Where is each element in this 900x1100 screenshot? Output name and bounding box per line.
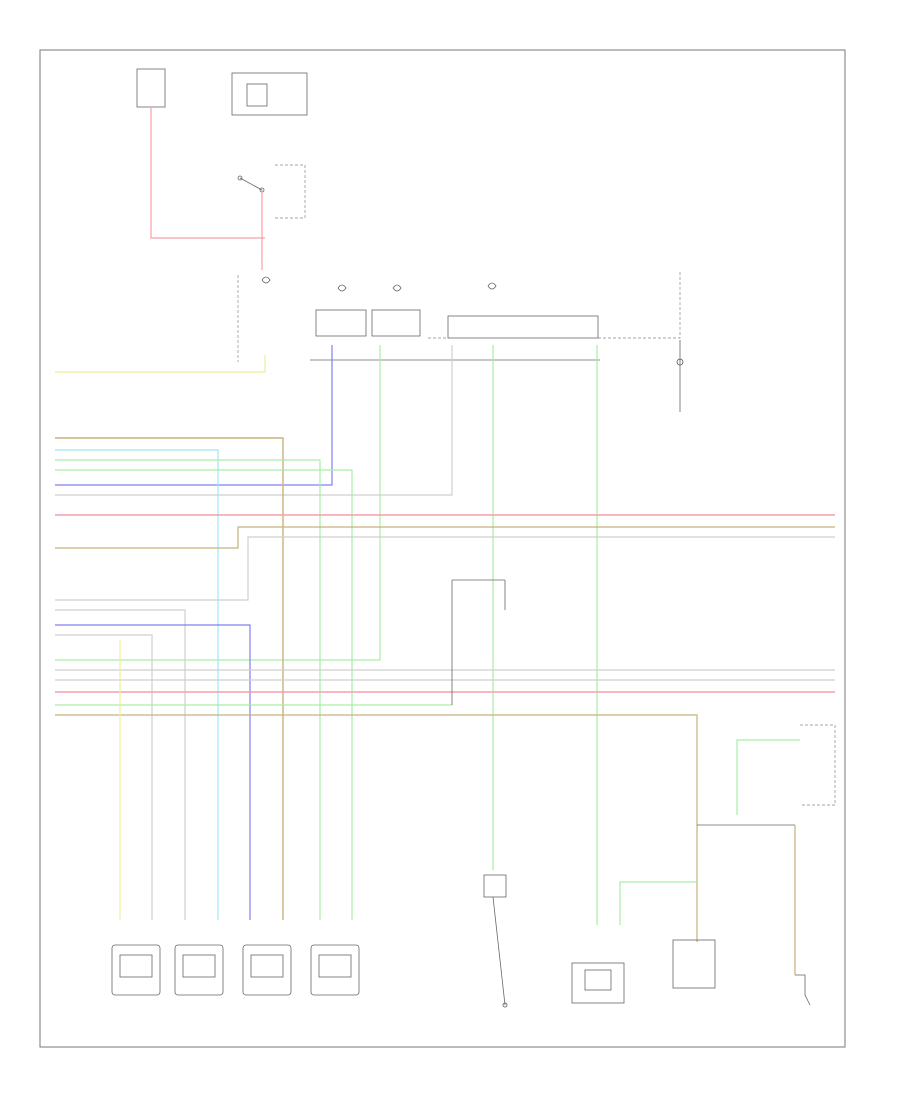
fuse-box-outline (428, 270, 681, 339)
brake-switch (483, 874, 508, 1008)
fuse-1 (261, 276, 271, 284)
right-ground-terminal (676, 358, 684, 366)
bottom-center-module (571, 962, 625, 1004)
wire-tan-bundle (55, 437, 284, 920)
wire-green-bundle-2 (55, 469, 353, 920)
right-module-outline (800, 724, 836, 806)
sensor-front-right (310, 944, 360, 996)
junction-block-b (371, 309, 421, 337)
sensor-rear-right (242, 944, 292, 996)
fuse-4 (487, 282, 497, 290)
fuse-2 (337, 284, 347, 292)
top-center-module (231, 72, 308, 116)
wire-green-bundle-1 (55, 459, 321, 920)
wire-blue-mid (55, 624, 251, 920)
wire-blue-main (55, 345, 333, 486)
far-right-ground (795, 974, 811, 1006)
junction-block-c (447, 315, 599, 339)
wire-tan-lower (55, 714, 698, 942)
wire-gray-mid-1 (55, 609, 186, 920)
wire-green-right (736, 739, 800, 815)
wire-green-mid-right (619, 881, 697, 925)
wire-gray-mid-2 (55, 634, 153, 920)
sensor-rear-left (174, 944, 224, 996)
bottom-right-module (672, 939, 716, 989)
diagram-frame (39, 49, 846, 1048)
fuse-3 (392, 284, 402, 292)
wire-green-b (55, 345, 381, 661)
middle-junction (451, 579, 506, 705)
switch-module (237, 164, 306, 219)
wire-gray-trunk (55, 536, 835, 601)
sensor-front-left (111, 944, 161, 996)
wire-cyan-bundle (55, 449, 219, 920)
wire-yellow-top (55, 355, 266, 373)
junction-block-a (315, 309, 367, 337)
wire-gray-c (55, 345, 453, 496)
wire-tan-trunk (55, 526, 835, 549)
wire-red-top (150, 108, 265, 239)
top-left-module (136, 68, 166, 108)
